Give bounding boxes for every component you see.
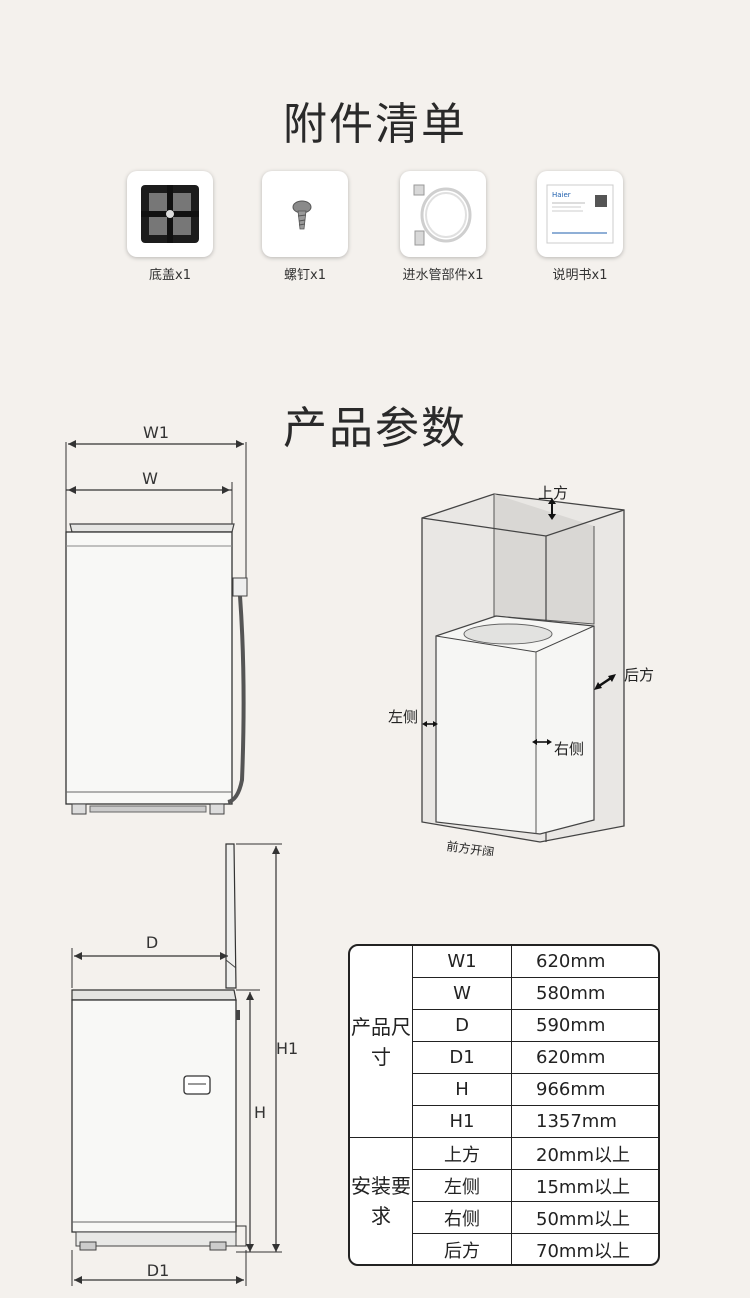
spec-key: 右侧 [412,1201,512,1234]
manual-icon: Haier [546,184,614,244]
accessory-card-manual: Haier [537,171,623,257]
accessory-label: 底盖x1 [149,268,191,283]
table-row: W 580mm [350,977,658,1010]
spec-value: 20mm以上 [511,1137,658,1170]
h1-label: H1 [276,1039,298,1058]
manual-brand: Haier [552,191,571,199]
accessory-label: 说明书x1 [552,268,608,283]
spec-value: 620mm [511,946,658,978]
install-group-label: 安装要求 [350,1137,413,1264]
spec-value: 50mm以上 [511,1201,658,1234]
table-row: 后方 70mm以上 [350,1233,658,1264]
spec-key: H1 [412,1105,512,1138]
clearance-front-label: 前方开阔 [446,838,496,856]
h-label: H [254,1103,266,1122]
clearance-top-label: 上方 [538,484,568,502]
front-view-diagram: W1 W [65,423,248,815]
spec-value: 70mm以上 [511,1233,658,1264]
spec-key: D1 [412,1041,512,1074]
side-view-diagram: H1 H D D1 [71,843,298,1286]
spec-key: 上方 [412,1137,512,1170]
accessory-label: 进水管部件x1 [402,268,484,283]
spec-key: D [412,1009,512,1042]
spec-value: 590mm [511,1009,658,1042]
spec-key: H [412,1073,512,1106]
spec-table: 产品尺寸 W1 620mm W 580mm D 590mm D1 620mm H… [348,944,660,1266]
d1-label: D1 [147,1261,170,1280]
table-row: 左侧 15mm以上 [350,1169,658,1202]
size-group-label: 产品尺寸 [350,946,413,1138]
parameters-title: 产品参数 [283,403,467,454]
table-row: 右侧 50mm以上 [350,1201,658,1234]
table-row: D1 620mm [350,1041,658,1074]
table-row: 产品尺寸 W1 620mm [350,946,658,1138]
table-row: H1 1357mm [350,1105,658,1138]
clearance-left-label: 左侧 [388,708,418,726]
w1-label: W1 [143,423,169,442]
accessory-card-screw [262,171,348,257]
w-label: W [142,469,158,488]
table-row: H 966mm [350,1073,658,1106]
spec-value: 620mm [511,1041,658,1074]
table-row: 安装要求 上方 20mm以上 [350,1137,658,1264]
accessory-card-inlet-hose [400,171,486,257]
accessory-label: 螺钉x1 [284,268,326,283]
d-label: D [146,933,158,952]
spec-value: 580mm [511,977,658,1010]
accessories-title: 附件清单 [283,99,467,150]
clearance-right-label: 右侧 [554,740,584,758]
accessory-card-base-cover [127,171,213,257]
table-row: D 590mm [350,1009,658,1042]
clearance-back-label: 后方 [624,666,654,684]
inlet-hose-icon [413,184,472,246]
spec-key: 后方 [412,1233,512,1264]
base-cover-icon [141,185,199,243]
clearance-diagram: 上方 后方 左侧 右侧 前方开阔 [388,484,654,856]
spec-key: 左侧 [412,1169,512,1202]
spec-key: W [412,977,512,1010]
spec-value: 15mm以上 [511,1169,658,1202]
spec-value: 966mm [511,1073,658,1106]
screw-icon [292,200,312,230]
spec-key: W1 [412,946,512,978]
spec-value: 1357mm [511,1105,658,1138]
